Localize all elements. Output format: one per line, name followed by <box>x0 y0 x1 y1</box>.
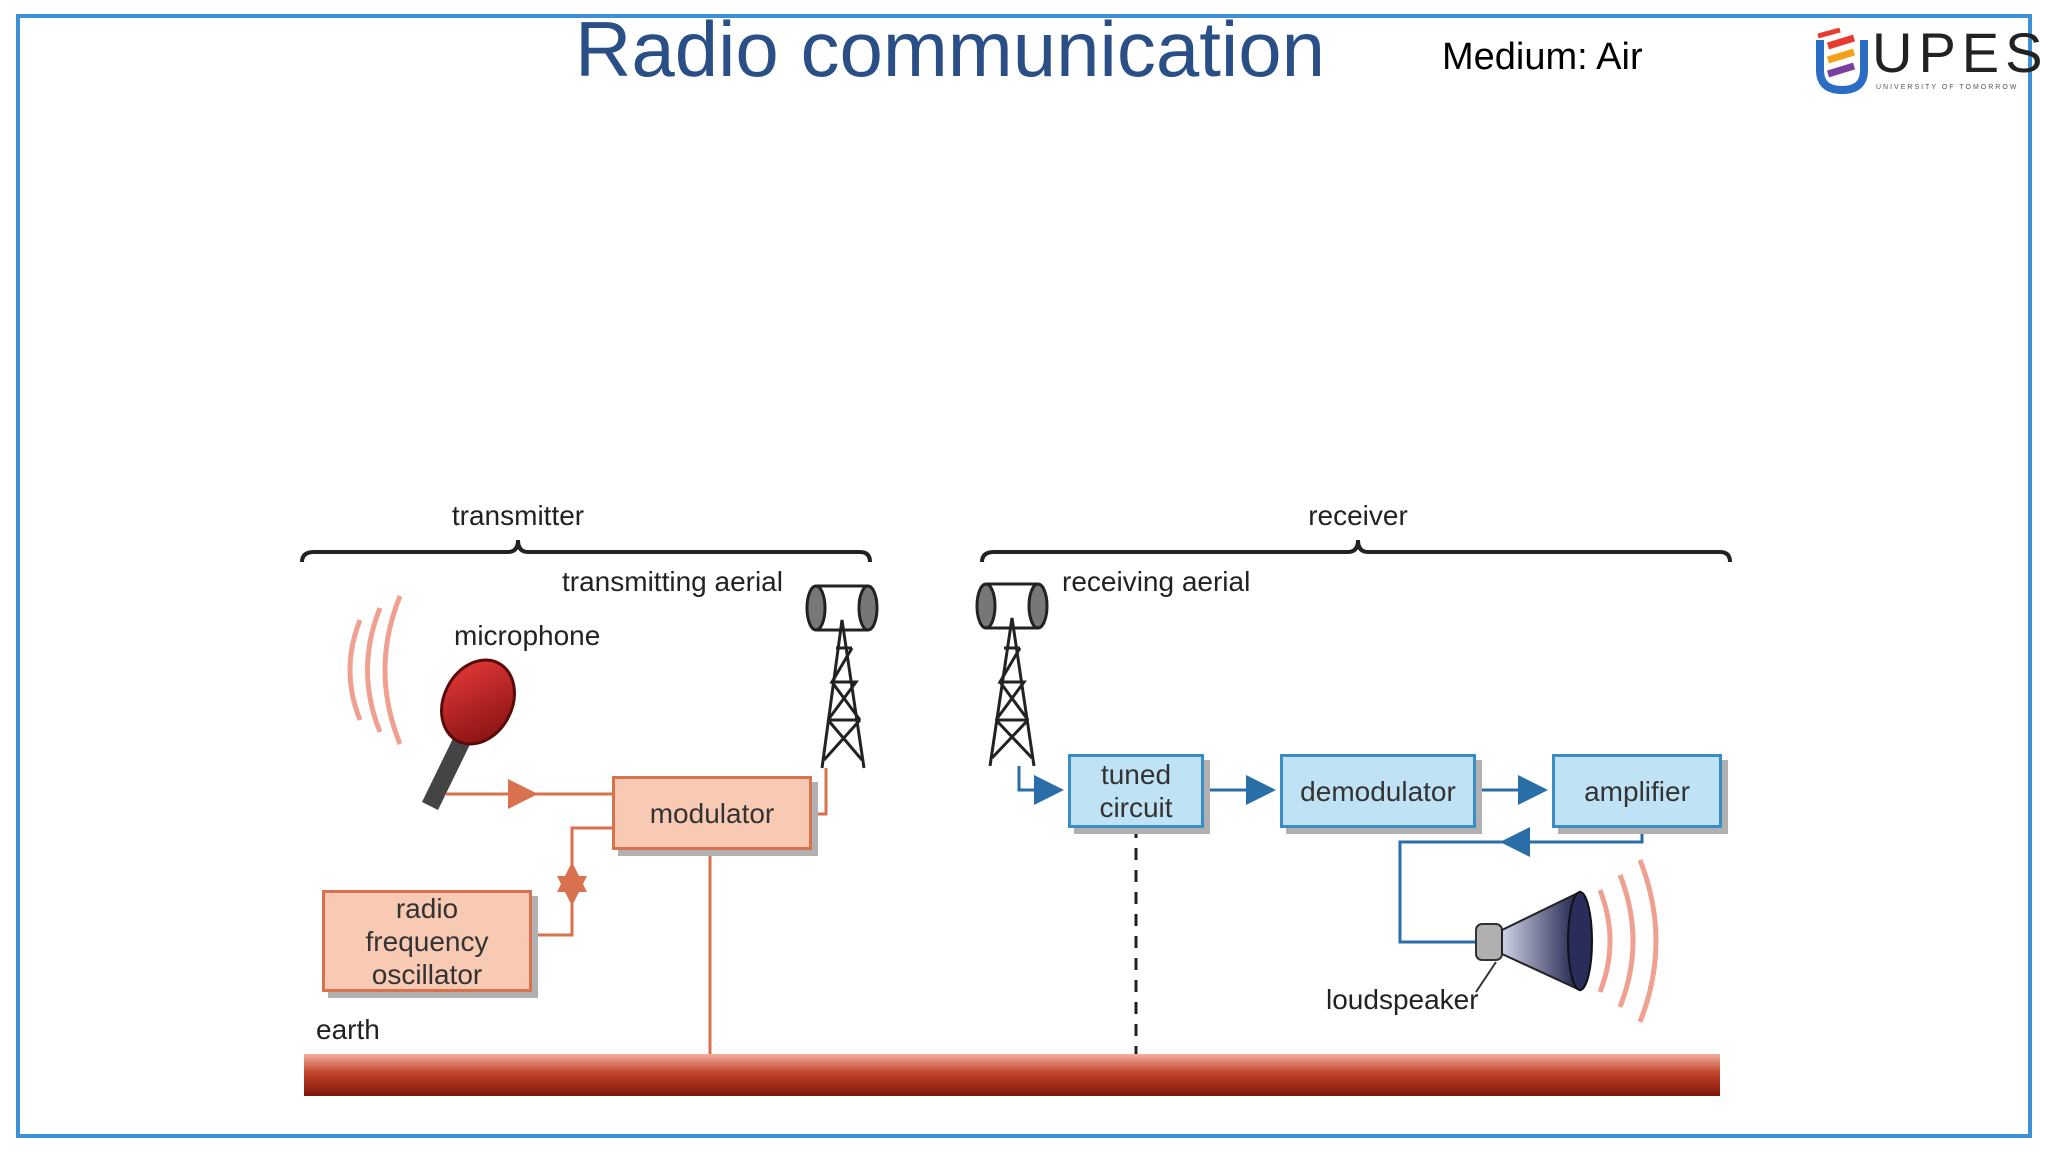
amplifier-to-speaker-line <box>1398 840 1524 944</box>
transmitter-label: transmitter <box>451 500 585 531</box>
receiver-brace <box>980 539 1732 563</box>
logo-tagline: UNIVERSITY OF TOMORROW <box>1876 84 2019 91</box>
receiving-tower-icon <box>975 582 1049 767</box>
amplifier-return-line <box>1500 822 1644 857</box>
demodulator-box: demodulator <box>1280 754 1476 828</box>
diagram-lines <box>300 539 1732 1096</box>
transmitter-brace <box>300 539 872 563</box>
amplifier-box: amplifier <box>1552 754 1722 828</box>
microphone-sound-waves <box>347 595 403 745</box>
logo-wordmark: UPES <box>1872 21 2048 84</box>
medium-label: Medium: Air <box>1442 36 1643 78</box>
loudspeaker-label: loudspeaker <box>1326 984 1479 1015</box>
loudspeaker-sound-waves <box>1597 859 1659 1023</box>
microphone-icon <box>422 658 516 810</box>
tuned-circuit-label: tuned circuit <box>1099 759 1173 823</box>
modulator-label: modulator <box>649 797 775 829</box>
slide-frame <box>16 14 2032 1138</box>
amplifier-label: amplifier <box>1584 775 1690 807</box>
transmitting-tower-icon <box>805 584 879 769</box>
modulator-box: modulator <box>612 776 812 850</box>
upes-logo-mark <box>1816 27 1868 95</box>
receiver-label: receiver <box>1308 500 1408 531</box>
slide-title: Radio communication <box>574 5 1326 93</box>
aerial-to-tuned-line <box>1017 766 1064 805</box>
modulator-to-aerial-line <box>812 768 828 816</box>
earth-bar <box>304 1054 1720 1096</box>
receiving-aerial-label: receiving aerial <box>1062 566 1251 597</box>
transmitting-aerial-label: transmitting aerial <box>562 566 783 597</box>
tuned-circuit-box: tuned circuit <box>1068 754 1204 828</box>
earth-label: earth <box>316 1014 380 1045</box>
microphone-label: microphone <box>454 620 601 651</box>
loudspeaker-icon <box>1475 890 1593 993</box>
oscillator-box: radio frequency oscillator <box>322 890 532 992</box>
oscillator-label: radio frequency oscillator <box>365 892 489 990</box>
demodulator-label: demodulator <box>1300 775 1456 807</box>
upes-logo: UPES UNIVERSITY OF TOMORROW <box>1814 21 2043 100</box>
radio-diagram: transmitter receiver transmitting aerial… <box>300 420 1750 1150</box>
